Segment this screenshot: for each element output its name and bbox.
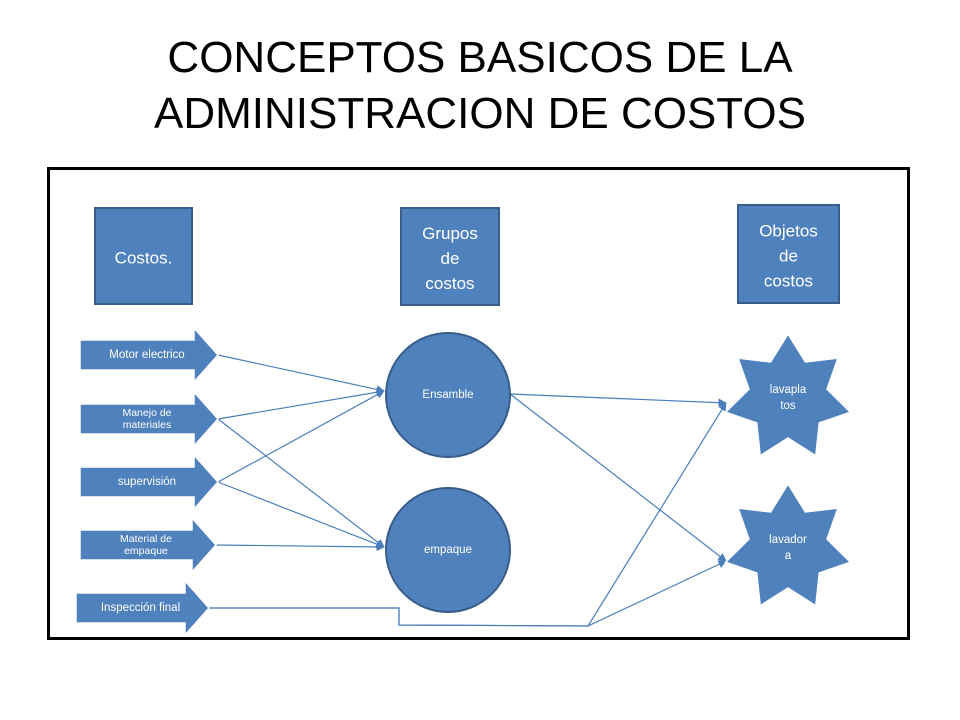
header-costos-label-1: Costos. [115, 249, 173, 268]
header-grupos: Grupos de costos [400, 207, 500, 306]
connector-supervision-to-ensamble [217, 390, 385, 483]
cost-group-empaque: empaque [385, 487, 511, 613]
nodes: Costos. Grupos de costos Objetos de costosMoto… [75, 204, 852, 637]
title-line-1: CONCEPTOS BASICOS DE LA [167, 33, 793, 82]
connector-material-to-empaque [215, 542, 385, 552]
cost-group-empaque-label-1: empaque [424, 544, 472, 556]
cost-item-motor-label-1: Motor electrico [109, 349, 184, 361]
connectors [209, 354, 727, 627]
cost-object-lavadora-label-2: a [785, 550, 792, 562]
header-grupos-label-2: de [441, 249, 460, 268]
cost-object-lavaplatos-star [724, 332, 852, 457]
cost-item-material-label-2: empaque [124, 545, 168, 557]
cost-item-motor-arrow [79, 326, 220, 384]
cost-item-manejo-label-2: materiales [123, 419, 171, 431]
cost-item-inspeccion: Inspección final [75, 579, 211, 637]
header-costos: Costos. [94, 207, 193, 305]
connector-inspeccion-to-lavadora [209, 560, 727, 627]
header-objetos-label-3: costos [764, 272, 813, 291]
cost-item-material-label-1: Material de [120, 533, 172, 545]
cost-object-lavadora-star [724, 482, 852, 607]
slide-title: CONCEPTOS BASICOS DE LA ADMINISTRACION D… [0, 30, 960, 142]
diagram-frame [47, 167, 910, 640]
cost-group-ensamble-circle [385, 332, 511, 458]
cost-item-manejo-arrow [79, 390, 220, 448]
connector-manejo-to-empaque [217, 418, 385, 548]
cost-item-supervision-arrow [79, 453, 220, 511]
header-grupos-label-3: costos [425, 274, 474, 293]
header-objetos-box [737, 204, 840, 304]
header-objetos-label-1: Objetos [759, 222, 818, 241]
header-grupos-label-1: Grupos [422, 224, 478, 243]
header-objetos: Objetos de costos [737, 204, 840, 304]
connector-ensamble-to-lavaplatos [509, 393, 727, 407]
connector-motor-to-ensamble [217, 354, 385, 394]
cost-item-supervision-label-1: supervisión [118, 476, 176, 488]
cost-item-supervision: supervisión [79, 453, 220, 511]
header-costos-box [94, 207, 193, 305]
cost-item-motor: Motor electrico [79, 326, 220, 384]
cost-group-ensamble: Ensamble [385, 332, 511, 458]
connector-manejo-to-ensamble [217, 388, 385, 420]
connector-ensamble-to-lavadora [509, 393, 727, 562]
cost-group-ensamble-label-1: Ensamble [422, 389, 473, 401]
cost-object-lavaplatos: lavapla tos [724, 332, 852, 457]
cost-object-lavadora: lavador a [724, 482, 852, 607]
cost-group-empaque-circle [385, 487, 511, 613]
cost-item-manejo-label-1: Manejo de [122, 407, 171, 419]
title-line-2: ADMINISTRACION DE COSTOS [154, 89, 806, 138]
cost-object-lavadora-label-1: lavador [769, 534, 807, 546]
header-grupos-box [400, 207, 500, 306]
connector-supervision-to-empaque [217, 481, 385, 549]
cost-object-lavaplatos-label-1: lavapla [770, 384, 807, 396]
cost-item-inspeccion-arrow [75, 579, 211, 637]
cost-item-inspeccion-label-1: Inspección final [101, 602, 180, 614]
header-objetos-label-2: de [779, 247, 798, 266]
cost-object-lavaplatos-label-2: tos [780, 400, 796, 412]
cost-item-material-arrow [79, 516, 218, 574]
